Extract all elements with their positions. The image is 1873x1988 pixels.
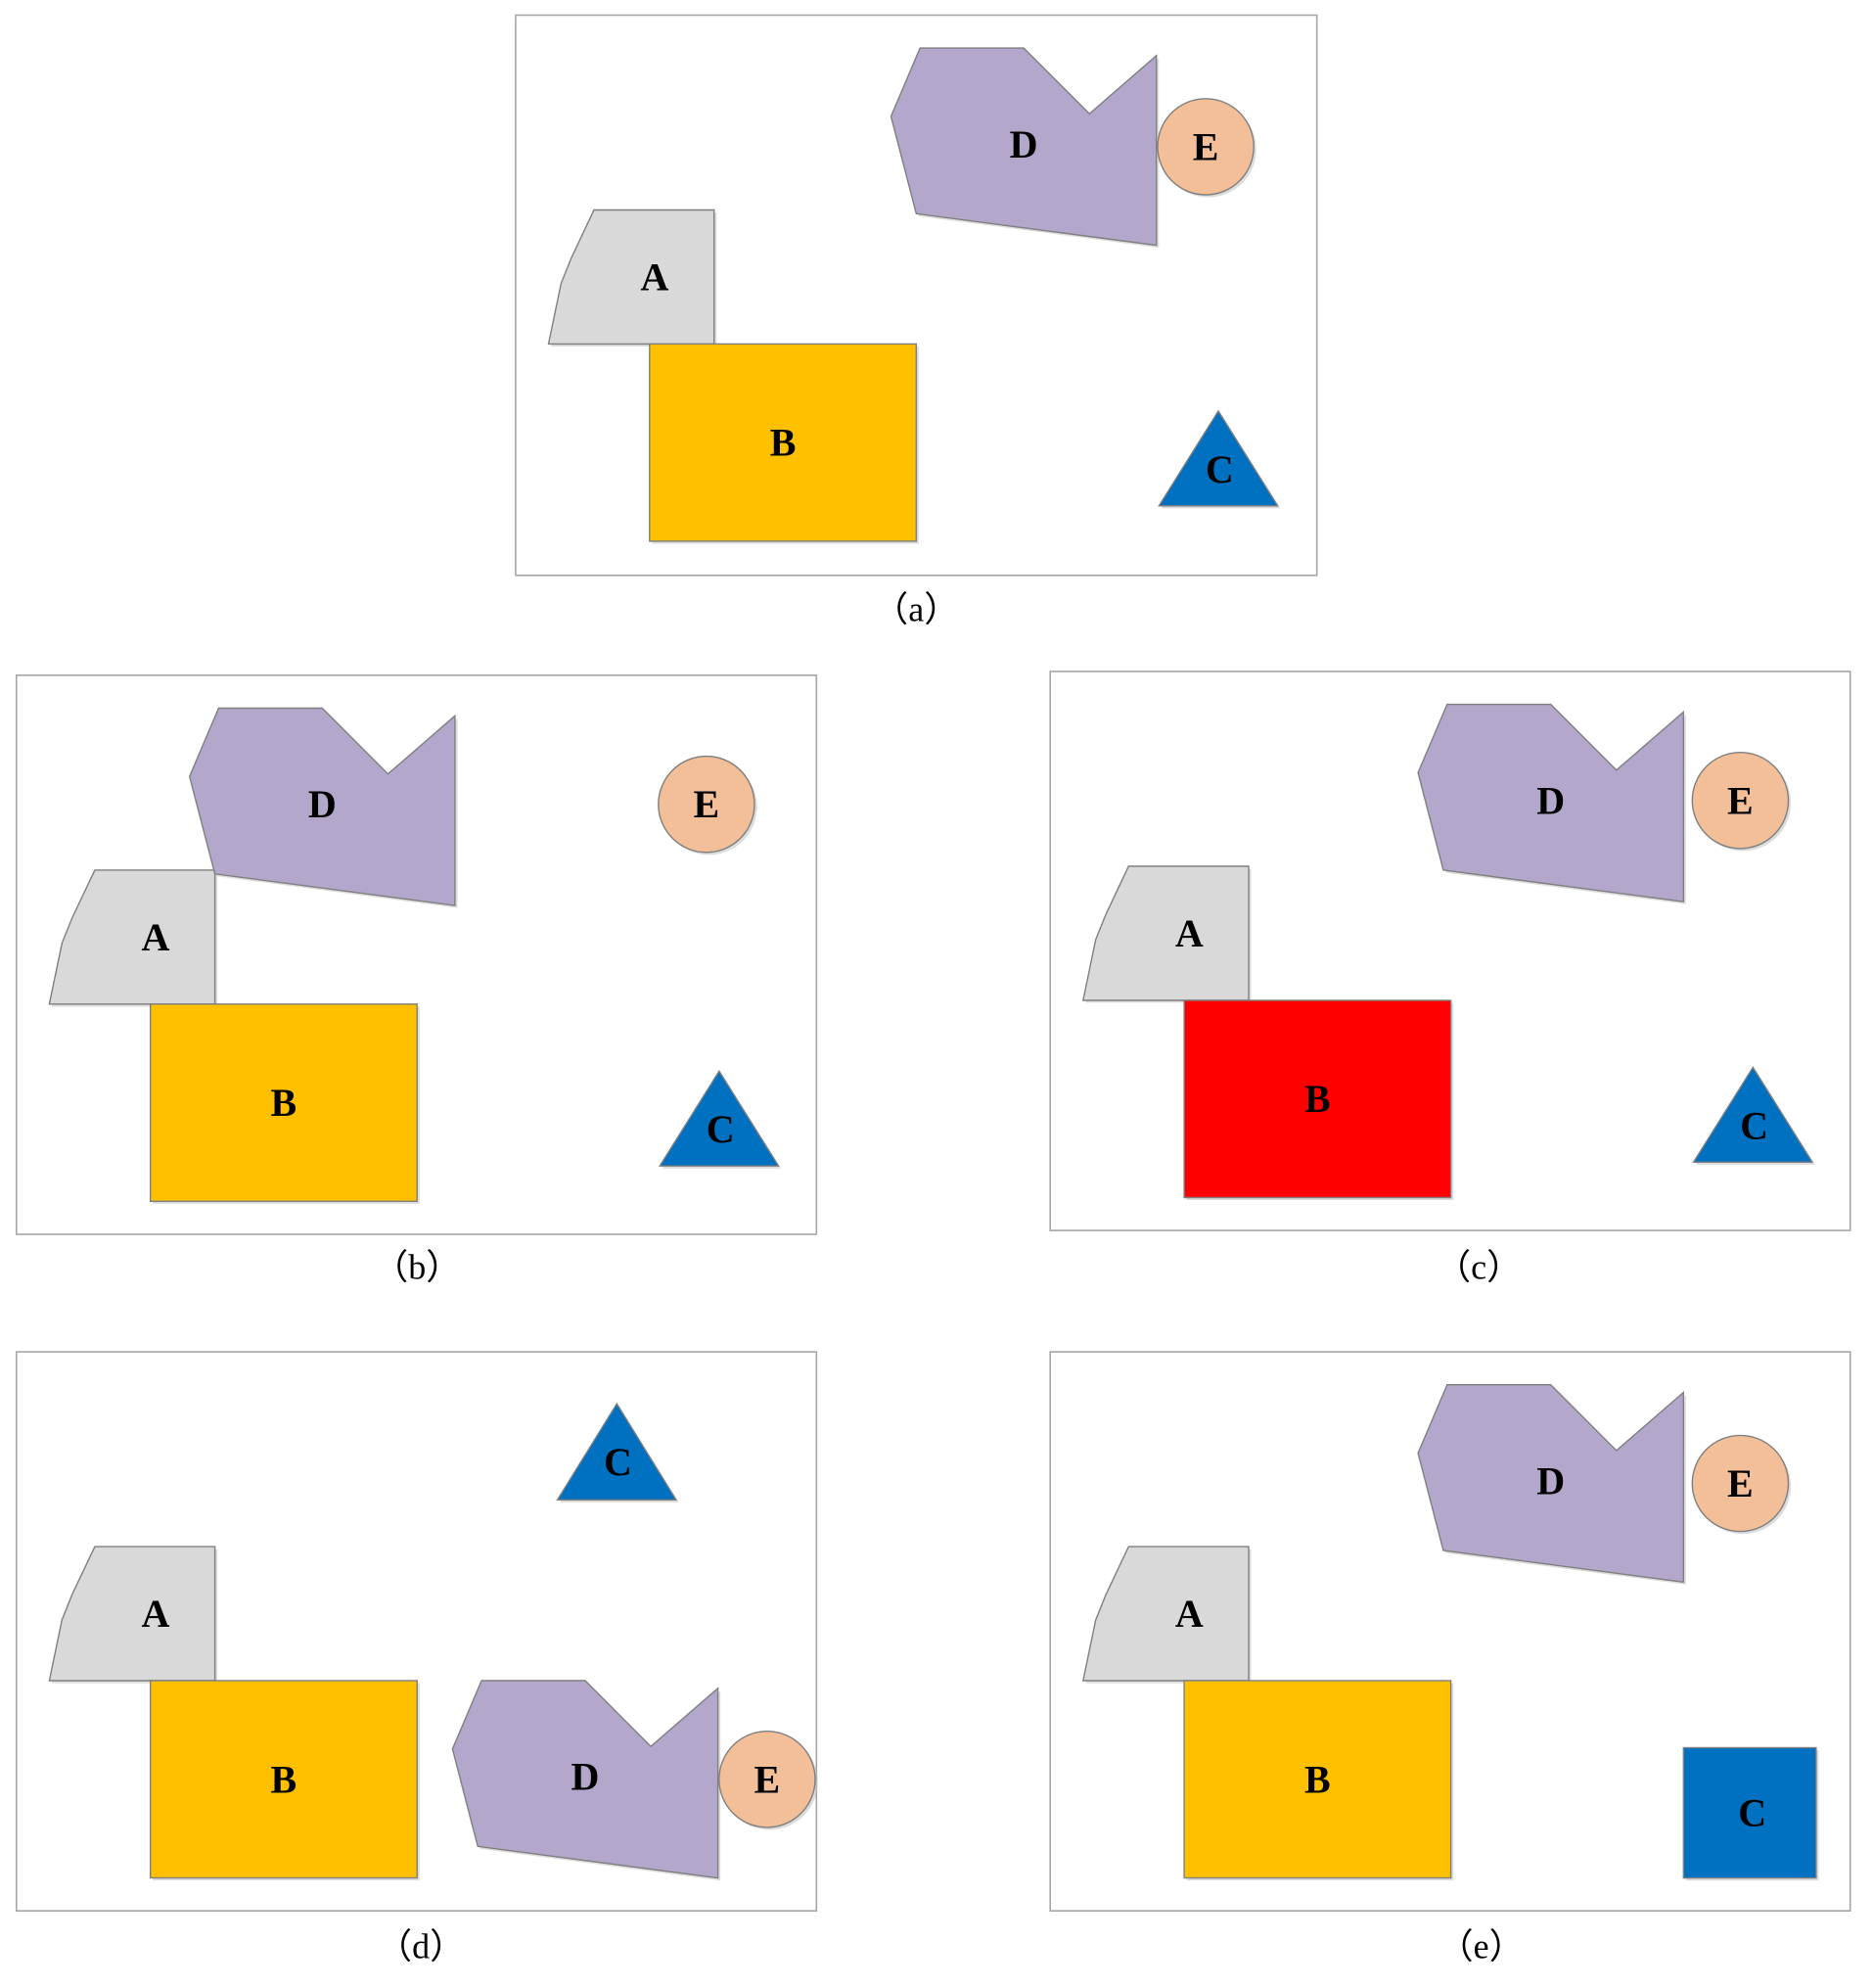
shape-label-d: D (1010, 122, 1038, 166)
shape-label-a: A (1175, 1592, 1204, 1636)
shape-d-polygon (1417, 703, 1685, 902)
shape-c: C (658, 1069, 782, 1169)
shape-c: C (1158, 409, 1281, 509)
shape-e-circle (718, 1731, 816, 1828)
shape-label-d: D (1536, 778, 1565, 822)
panel-caption: （c） (1436, 1248, 1522, 1287)
shape-label-a: A (141, 915, 169, 959)
panel-caption: （d） (377, 1926, 465, 1965)
panel-caption: （e） (1439, 1926, 1525, 1965)
shape-b: B (1183, 1680, 1454, 1881)
shape-label-a: A (141, 1592, 169, 1636)
shape-a: A (547, 208, 717, 347)
shape-a: A (1081, 1546, 1252, 1684)
shape-e: E (1691, 1434, 1792, 1535)
shape-d-polygon (890, 47, 1158, 247)
shape-label-e: E (1727, 778, 1754, 822)
shape-b: B (649, 343, 919, 544)
panel-2: A B C D E （b） (15, 674, 818, 1287)
shape-label-c: C (707, 1107, 735, 1151)
shape-c: C (556, 1402, 679, 1503)
shape-c-triangle (556, 1402, 678, 1502)
shape-label-b: B (770, 421, 797, 465)
shape-label-c: C (1740, 1103, 1768, 1147)
shape-c: C (1692, 1066, 1815, 1165)
shape-label-b: B (271, 1081, 297, 1125)
shape-label-b: B (271, 1757, 297, 1801)
shape-d-polygon (1417, 1383, 1685, 1584)
shape-e: E (718, 1731, 818, 1830)
shape-c-triangle (1158, 409, 1279, 507)
shape-c-triangle (658, 1069, 780, 1167)
shape-d: D (1417, 703, 1686, 904)
shape-b-rectangle (149, 1680, 418, 1879)
shape-label-a: A (641, 254, 669, 299)
shape-b: B (149, 1680, 420, 1881)
shape-e: E (1157, 98, 1256, 198)
shape-a: A (48, 869, 218, 1007)
shape-d-polygon (451, 1680, 719, 1879)
shape-label-e: E (754, 1757, 781, 1801)
shape-c: C (1682, 1746, 1819, 1881)
shape-e-circle (1157, 98, 1255, 196)
panel-3: A B C D E （c） (1049, 670, 1851, 1287)
shape-label-b: B (1304, 1077, 1331, 1121)
shape-label-a: A (1175, 911, 1204, 955)
shape-b-rectangle (1183, 999, 1452, 1199)
shape-d: D (1417, 1383, 1686, 1585)
panel-4: A B C D E （d） (15, 1351, 818, 1965)
shape-a: A (1081, 865, 1252, 1003)
shape-label-c: C (1738, 1791, 1766, 1835)
shape-b: B (149, 1003, 420, 1204)
shape-e: E (1691, 752, 1792, 852)
shape-label-d: D (308, 782, 337, 826)
shape-a: A (48, 1546, 218, 1684)
panel-1: A B C D E （a） (515, 14, 1318, 629)
shape-e: E (658, 755, 757, 855)
shape-label-d: D (571, 1755, 600, 1799)
shape-d: D (188, 707, 458, 908)
shape-b-rectangle (649, 343, 917, 542)
shape-a-trapezoid (48, 1546, 216, 1682)
shape-c-square (1682, 1746, 1817, 1879)
shape-label-e: E (694, 782, 720, 826)
shape-b: B (1183, 999, 1454, 1200)
panel-caption: （a） (873, 590, 959, 629)
panel-caption: （b） (373, 1248, 461, 1287)
shape-c-triangle (1692, 1066, 1814, 1164)
shape-a-trapezoid (547, 208, 715, 346)
shape-a-trapezoid (1081, 1546, 1250, 1682)
shape-label-c: C (604, 1440, 632, 1484)
shape-e-circle (1691, 752, 1790, 850)
shape-label-e: E (1193, 124, 1219, 168)
shape-e-circle (658, 755, 755, 854)
shape-d: D (451, 1680, 721, 1881)
panel-5: A B C D E （e） (1049, 1351, 1851, 1965)
shape-b-rectangle (1183, 1680, 1452, 1879)
shape-a-trapezoid (1081, 865, 1250, 1001)
shape-label-c: C (1206, 447, 1234, 491)
shape-d: D (890, 47, 1160, 249)
shape-d-polygon (188, 707, 456, 906)
shape-label-b: B (1304, 1757, 1331, 1801)
shape-label-e: E (1727, 1461, 1754, 1505)
shape-e-circle (1691, 1434, 1790, 1533)
shape-b-rectangle (149, 1003, 418, 1203)
shape-label-d: D (1536, 1458, 1565, 1503)
